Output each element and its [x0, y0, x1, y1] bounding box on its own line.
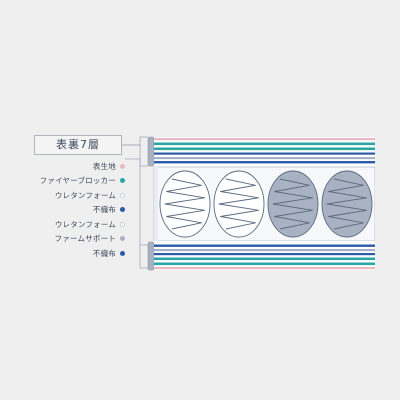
layer-color-dot-icon	[120, 236, 125, 242]
legend-item: 不織布	[20, 246, 125, 261]
layer-color-dot-icon	[120, 207, 125, 213]
layer-color-dot-icon	[120, 221, 125, 227]
pocket-coil-icon	[213, 170, 265, 238]
legend-label: 不織布	[92, 205, 116, 215]
legend-item: ウレタンフォーム	[20, 217, 125, 232]
legend-label: 不織布	[92, 248, 116, 258]
layer-legend: 表生地 ファイヤーブロッカー ウレタンフォーム 不織布 ウレタンフォーム ファー…	[20, 159, 125, 261]
layer-color-dot-icon	[120, 192, 125, 198]
pocket-coil-icon	[267, 170, 319, 238]
right-crop-edge	[375, 130, 400, 280]
pocket-coil-icon	[159, 170, 211, 238]
layer-count-title: 表裏7層	[34, 135, 122, 155]
legend-label: 表生地	[92, 161, 116, 171]
bottom-layer-band	[154, 241, 375, 270]
top-layer-band	[154, 137, 375, 167]
legend-item: ファームサポート	[20, 232, 125, 247]
pocket-coils	[159, 170, 373, 238]
connector-lines	[122, 136, 148, 269]
legend-label: ファームサポート	[54, 234, 116, 244]
layer-color-dot-icon	[120, 163, 125, 169]
layer-color-dot-icon	[120, 250, 125, 256]
legend-label: ウレタンフォーム	[54, 190, 116, 200]
legend-item: 表生地	[20, 159, 125, 174]
legend-label: ウレタンフォーム	[54, 219, 116, 229]
legend-item: ウレタンフォーム	[20, 188, 125, 203]
layer-color-dot-icon	[120, 178, 125, 184]
left-side-wall	[154, 167, 158, 241]
bottom-edge-cap	[147, 241, 155, 271]
pocket-coil-icon	[321, 170, 373, 238]
legend-item: 不織布	[20, 203, 125, 218]
top-edge-cap	[147, 136, 155, 167]
legend-item: ファイヤーブロッカー	[20, 174, 125, 189]
legend-label: ファイヤーブロッカー	[39, 176, 116, 186]
